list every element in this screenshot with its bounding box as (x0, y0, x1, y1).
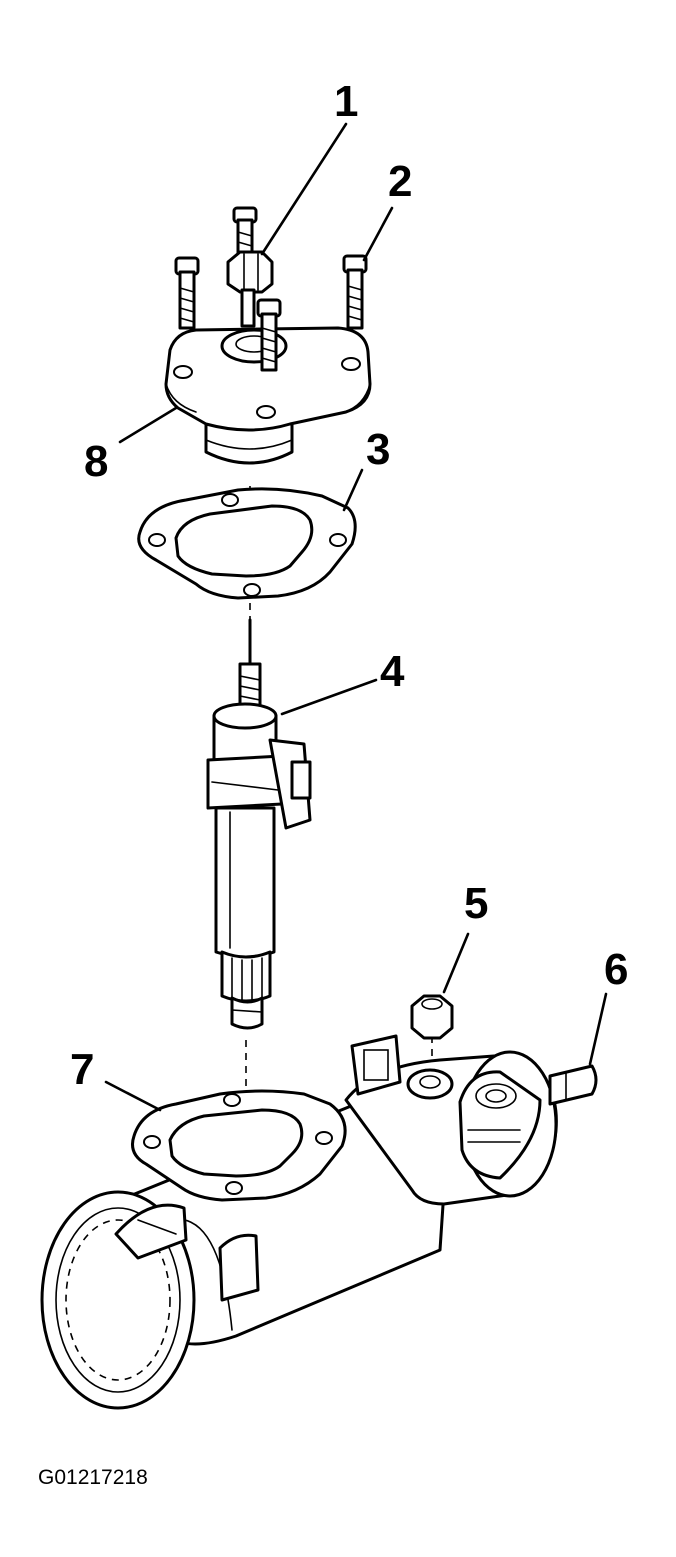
callout-2: 2 (388, 157, 412, 206)
callout-8: 8 (84, 437, 108, 486)
callout-4: 4 (380, 647, 405, 696)
callout-7: 7 (70, 1045, 94, 1094)
bolt-left (174, 256, 200, 330)
bolt-right (342, 254, 368, 330)
callout-3: 3 (366, 425, 390, 474)
part-6-rack-end (548, 1064, 598, 1106)
part-5-nut (410, 994, 454, 1040)
part-2-bolts (174, 254, 368, 372)
callout-1: 1 (334, 77, 358, 126)
leader-lines (104, 122, 608, 1112)
callout-6: 6 (604, 945, 628, 994)
bolt-center (256, 298, 282, 372)
part-3-gasket (137, 487, 357, 600)
part-7-gear-housing (40, 1034, 558, 1410)
callout-labels: 1 2 3 4 5 6 7 8 (70, 77, 628, 1094)
callout-5: 5 (464, 879, 488, 928)
part-4-pinion-shaft (206, 618, 312, 1030)
figure-id: G01217218 (38, 1466, 148, 1489)
part-1-adjuster-screw-nut (226, 206, 274, 328)
